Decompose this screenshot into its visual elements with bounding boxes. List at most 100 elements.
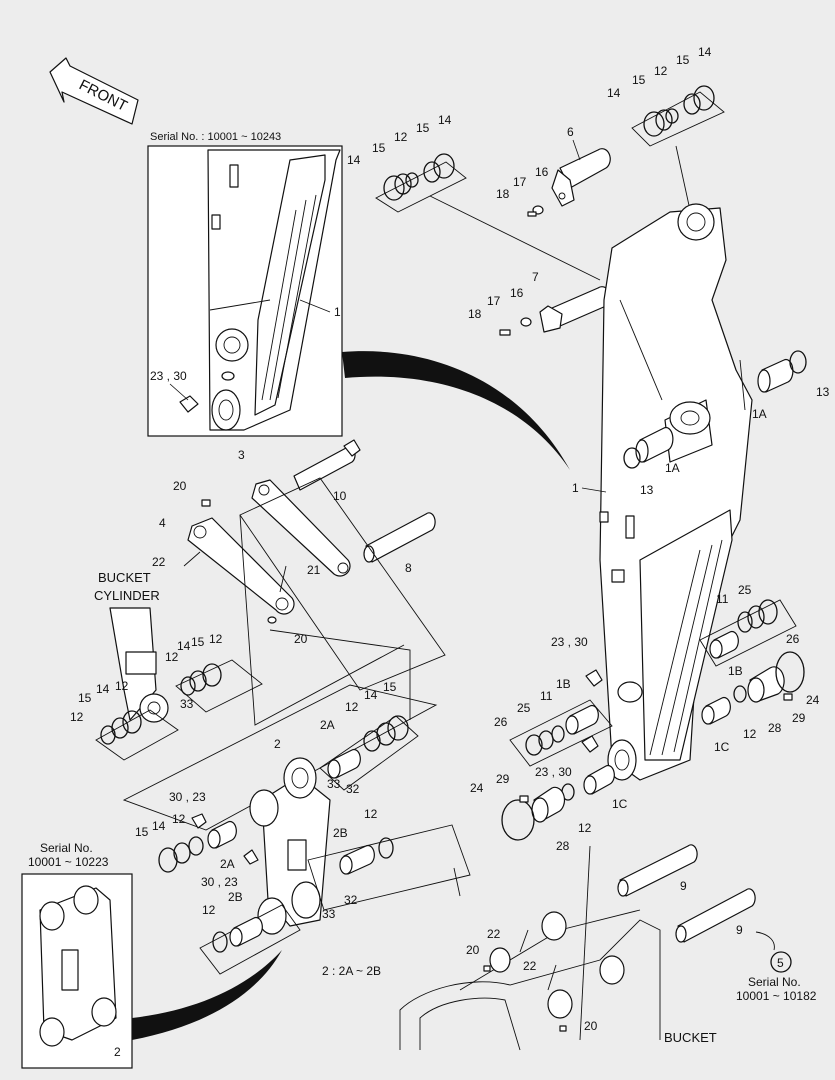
label-12a: 12 (394, 130, 408, 144)
inset-boom-detail: Serial No. : 10001 ~ 10243 1 23 , 30 (147, 131, 343, 437)
label-11a: 11 (716, 592, 729, 606)
label-14g: 14 (364, 688, 378, 702)
pin-washers-group-top-right (631, 85, 725, 211)
label-25b: 25 (517, 701, 531, 715)
label-2a-b: 2A (220, 857, 235, 871)
label-22b: 22 (487, 927, 501, 941)
label-25a: 25 (738, 583, 752, 597)
label-1c-a: 1C (714, 740, 730, 754)
label-14f: 14 (96, 682, 110, 696)
inset-link-icon (39, 885, 117, 1047)
label-12b: 12 (654, 64, 668, 78)
label-22a: 22 (152, 555, 166, 569)
pin-8-icon (363, 512, 436, 563)
pin-7-icon (499, 286, 611, 336)
bushing-1a-lower-icon (623, 426, 674, 469)
pin-10-icon (293, 439, 361, 491)
washers-cylinder-upper-icon (175, 659, 263, 713)
label-30-23a: 30 , 23 (169, 790, 206, 804)
label-28a: 28 (768, 721, 782, 735)
label-1c-b: 1C (612, 797, 628, 811)
label-24a: 24 (806, 693, 820, 707)
label-7: 7 (532, 270, 539, 284)
label-29b: 29 (496, 772, 510, 786)
link-4-icon (183, 499, 295, 624)
label-4: 4 (159, 516, 166, 530)
label-12c: 12 (209, 632, 223, 646)
label-12k: 12 (743, 727, 757, 741)
bushing-2a-upper-icon (319, 715, 419, 791)
label-1b-a: 1B (728, 664, 743, 678)
label-20c: 20 (466, 943, 480, 957)
label-15f: 15 (78, 691, 92, 705)
bushing-2b-left-icon (199, 904, 301, 975)
label-16a: 16 (535, 165, 549, 179)
label-10: 10 (333, 489, 347, 503)
label-14d: 14 (698, 45, 712, 59)
label-33c: 33 (322, 907, 336, 921)
label-33a: 33 (180, 697, 194, 711)
label-part-1: 1 (334, 305, 341, 319)
label-1-main: 1 (572, 481, 579, 495)
pin-washers-group-top (375, 153, 601, 281)
label-26b: 26 (494, 715, 508, 729)
label-14b: 14 (438, 113, 452, 127)
label-9a: 9 (680, 879, 687, 893)
label-13a: 13 (816, 385, 830, 399)
lower-right-bushings (699, 599, 805, 725)
label-13b: 13 (640, 483, 654, 497)
zoom-swoosh-top (342, 351, 570, 470)
label-15a: 15 (372, 141, 386, 155)
label-16b: 16 (510, 286, 524, 300)
label-15b: 15 (416, 121, 430, 135)
label-14c: 14 (607, 86, 621, 100)
label-20d: 20 (584, 1019, 598, 1033)
label-2a-a: 2A (320, 718, 335, 732)
label-14a: 14 (347, 153, 361, 167)
label-17b: 17 (487, 294, 501, 308)
label-20b: 20 (294, 632, 308, 646)
label-20a: 20 (173, 479, 187, 493)
label-12f: 12 (70, 710, 84, 724)
label-12j: 12 (202, 903, 216, 917)
arm-assembly-icon (599, 203, 753, 781)
link-2-icon (249, 757, 331, 935)
label-12h: 12 (172, 812, 186, 826)
pin-9-lower-icon (675, 888, 756, 943)
bucket-icon (399, 909, 661, 1051)
bucket-cylinder-line1: BUCKET (98, 570, 151, 585)
label-8: 8 (405, 561, 412, 575)
front-arrow-icon: FRONT (49, 57, 139, 125)
label-part-23-30: 23 , 30 (150, 369, 187, 383)
inset-serial-label: Serial No. : 10001 ~ 10243 (150, 131, 281, 143)
reference-5-icon: 5 (755, 931, 792, 973)
inset-bottom-serial-line1: Serial No. (40, 841, 93, 855)
label-12g: 12 (345, 700, 359, 714)
inset-link-detail: Serial No. 10001 ~ 10223 2 (21, 841, 133, 1069)
label-1a-a: 1A (752, 407, 767, 421)
label-30-23b: 30 , 23 (201, 875, 238, 889)
label-12d: 12 (165, 650, 179, 664)
label-2-inset: 2 (114, 1045, 121, 1059)
washers-cylinder-lower-icon (95, 709, 179, 761)
label-12i: 12 (364, 807, 378, 821)
bushing-1a-upper-icon (757, 350, 807, 393)
label-11b: 11 (540, 689, 553, 703)
bucket-cylinder-icon (109, 607, 169, 723)
label-2b-a: 2B (333, 826, 348, 840)
label-15c: 15 (632, 73, 646, 87)
label-2b-b: 2B (228, 890, 243, 904)
label-14h: 14 (152, 819, 166, 833)
label-32a: 32 (346, 782, 360, 796)
pin-6-icon (527, 148, 611, 217)
label-12l: 12 (578, 821, 592, 835)
label-15h: 15 (135, 825, 149, 839)
label-21: 21 (307, 563, 321, 577)
inset-bottom-serial-line2: 10001 ~ 10223 (28, 855, 109, 869)
label-23-30c: 23 , 30 (535, 765, 572, 779)
link-3-icon (251, 479, 351, 577)
label-15e: 15 (191, 635, 205, 649)
label-2-main: 2 (274, 737, 281, 751)
label-33b: 33 (327, 777, 341, 791)
